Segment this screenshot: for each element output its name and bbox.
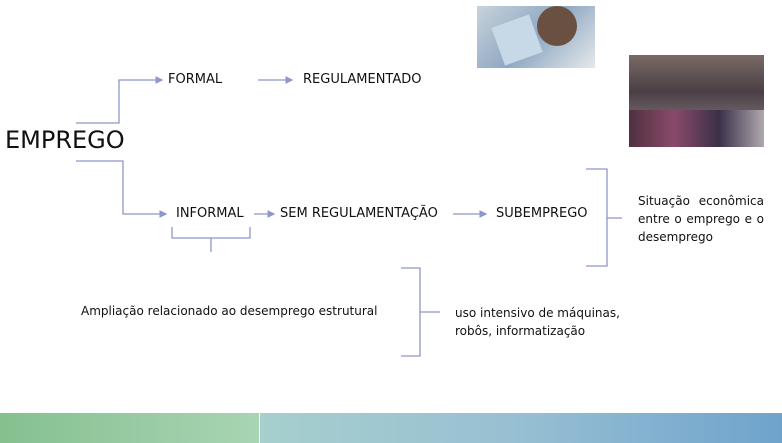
brace-cause bbox=[401, 267, 440, 357]
formal-label: FORMAL bbox=[168, 72, 223, 87]
cause-note: uso intensivo de máquinas, robôs, inform… bbox=[455, 306, 620, 338]
footer-bar-green bbox=[0, 413, 259, 443]
work-card-photo bbox=[477, 6, 595, 68]
regulamentado-label: REGULAMENTADO bbox=[303, 72, 422, 87]
subemprego-note: Situação econômica entre o emprego e o d… bbox=[638, 194, 764, 244]
informal-label: INFORMAL bbox=[176, 206, 244, 221]
arrow-to-formal bbox=[76, 76, 164, 124]
arrow-to-informal bbox=[76, 160, 168, 218]
sem-regulamentacao-label: SEM REGULAMENTAÇÃO bbox=[280, 206, 438, 221]
footer-bar-blue bbox=[260, 413, 782, 443]
root-label: EMPREGO bbox=[5, 126, 125, 154]
brace-subemprego bbox=[586, 168, 622, 267]
informal-note: Ampliação relacionado ao desemprego estr… bbox=[81, 304, 378, 318]
street-vendors-photo bbox=[629, 55, 764, 147]
subemprego-label: SUBEMPREGO bbox=[496, 206, 588, 221]
brace-informal bbox=[171, 227, 251, 252]
